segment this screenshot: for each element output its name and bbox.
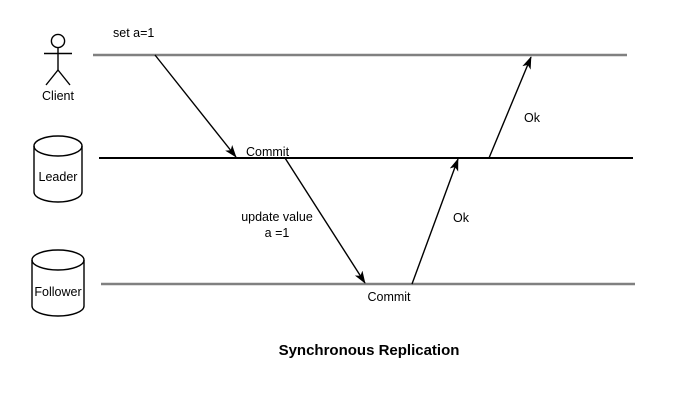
message-arrow-update-value bbox=[284, 157, 366, 284]
message-arrow-ok-follower-leader bbox=[411, 158, 459, 285]
message-label-update-value: update value bbox=[241, 210, 313, 224]
stick-figure-actor-icon bbox=[44, 33, 72, 86]
diagram-title: Synchronous Replication bbox=[279, 342, 460, 359]
participant-client[interactable]: Client bbox=[42, 33, 75, 103]
participant-label-leader: Leader bbox=[39, 170, 78, 184]
database-cylinder-icon bbox=[31, 249, 85, 317]
database-cylinder-icon bbox=[33, 135, 83, 203]
participant-leader[interactable]: Leader bbox=[33, 135, 83, 203]
message-label-set-a: set a=1 bbox=[113, 26, 154, 40]
participant-follower[interactable]: Follower bbox=[31, 249, 85, 317]
message-label-commit-follower: Commit bbox=[367, 290, 411, 304]
message-label-update-value-assignment: a =1 bbox=[265, 226, 290, 240]
message-label-commit-leader: Commit bbox=[246, 145, 290, 159]
participant-label-follower: Follower bbox=[34, 285, 81, 299]
message-arrow-set-a bbox=[154, 54, 237, 158]
message-label-ok-leader-client: Ok bbox=[524, 111, 541, 125]
message-arrow-ok-leader-client bbox=[488, 56, 532, 159]
message-label-ok-follower-leader: Ok bbox=[453, 211, 470, 225]
participant-label-client: Client bbox=[42, 89, 74, 103]
